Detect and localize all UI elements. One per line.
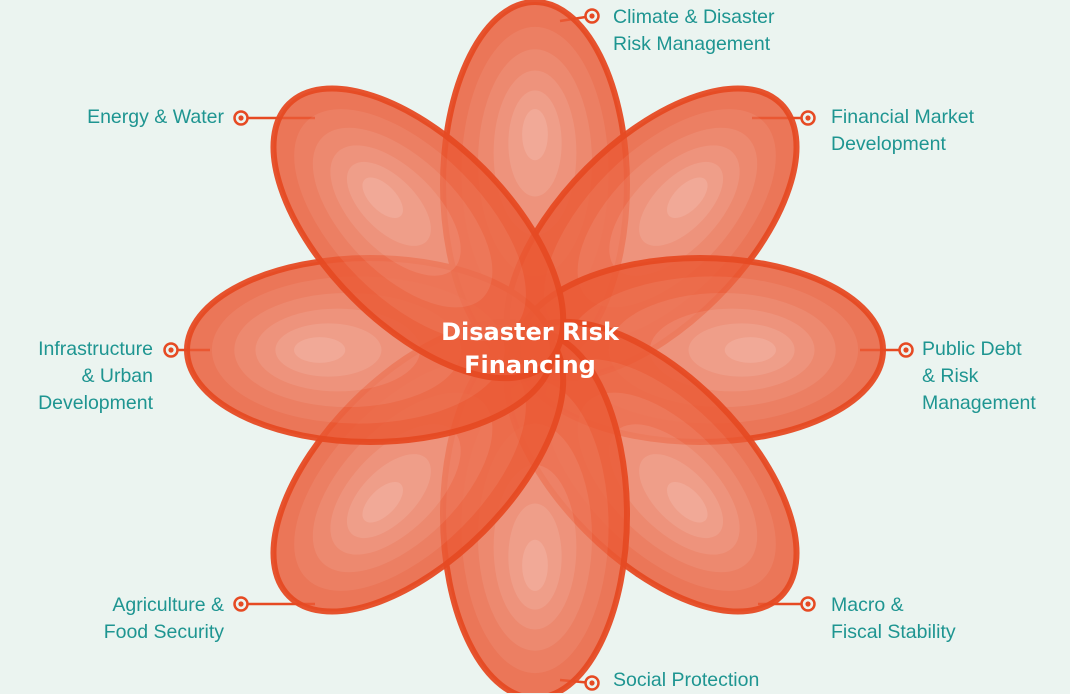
petal-energy-water bbox=[270, 85, 567, 382]
ring-dot-icon bbox=[800, 596, 816, 612]
ring-dot-icon bbox=[584, 675, 600, 691]
ring-dot-icon bbox=[800, 110, 816, 126]
petals bbox=[184, 0, 886, 693]
label-energy-water: Energy & Water bbox=[87, 104, 224, 131]
label-line: Agriculture & bbox=[112, 594, 224, 616]
label-line: & Risk bbox=[922, 365, 979, 387]
label-line: Financial Market bbox=[831, 106, 975, 128]
label-line: Infrastructure bbox=[38, 338, 153, 360]
label-line: Management bbox=[922, 392, 1036, 414]
label-line: Development bbox=[831, 133, 946, 155]
label-climate-disaster-risk-management: Climate & Disaster Risk Management bbox=[613, 4, 774, 58]
label-line: Food Security bbox=[103, 621, 224, 643]
label-line: & Urban bbox=[81, 365, 153, 387]
label-markers bbox=[163, 8, 914, 691]
label-infrastructure-urban-development: Infrastructure & Urban Development bbox=[38, 336, 153, 417]
ring-dot-icon bbox=[233, 596, 249, 612]
label-financial-market-development: Financial Market Development bbox=[831, 104, 974, 158]
label-line: Public Debt bbox=[922, 338, 1022, 360]
label-line: Climate & Disaster bbox=[613, 6, 775, 28]
label-line: Social Protection bbox=[613, 669, 760, 691]
center-title-line-1: Disaster Risk bbox=[441, 318, 619, 346]
label-line: Energy & Water bbox=[87, 106, 224, 128]
label-macro-fiscal-stability: Macro & Fiscal Stability bbox=[831, 592, 956, 646]
ring-dot-icon bbox=[233, 110, 249, 126]
label-public-debt-risk-management: Public Debt & Risk Management bbox=[922, 336, 1036, 417]
center-title: Disaster Risk Financing bbox=[385, 316, 675, 382]
ring-dot-icon bbox=[898, 342, 914, 358]
label-social-protection: Social Protection bbox=[613, 667, 759, 694]
label-line: Development bbox=[38, 392, 153, 414]
label-agriculture-food-security: Agriculture & Food Security bbox=[104, 592, 224, 646]
ring-dot-icon bbox=[584, 8, 600, 24]
label-line: Risk Management bbox=[613, 33, 771, 55]
ring-dot-icon bbox=[163, 342, 179, 358]
label-line: Macro & bbox=[831, 594, 904, 616]
label-line: Fiscal Stability bbox=[831, 621, 956, 643]
center-title-line-2: Financing bbox=[464, 351, 596, 379]
